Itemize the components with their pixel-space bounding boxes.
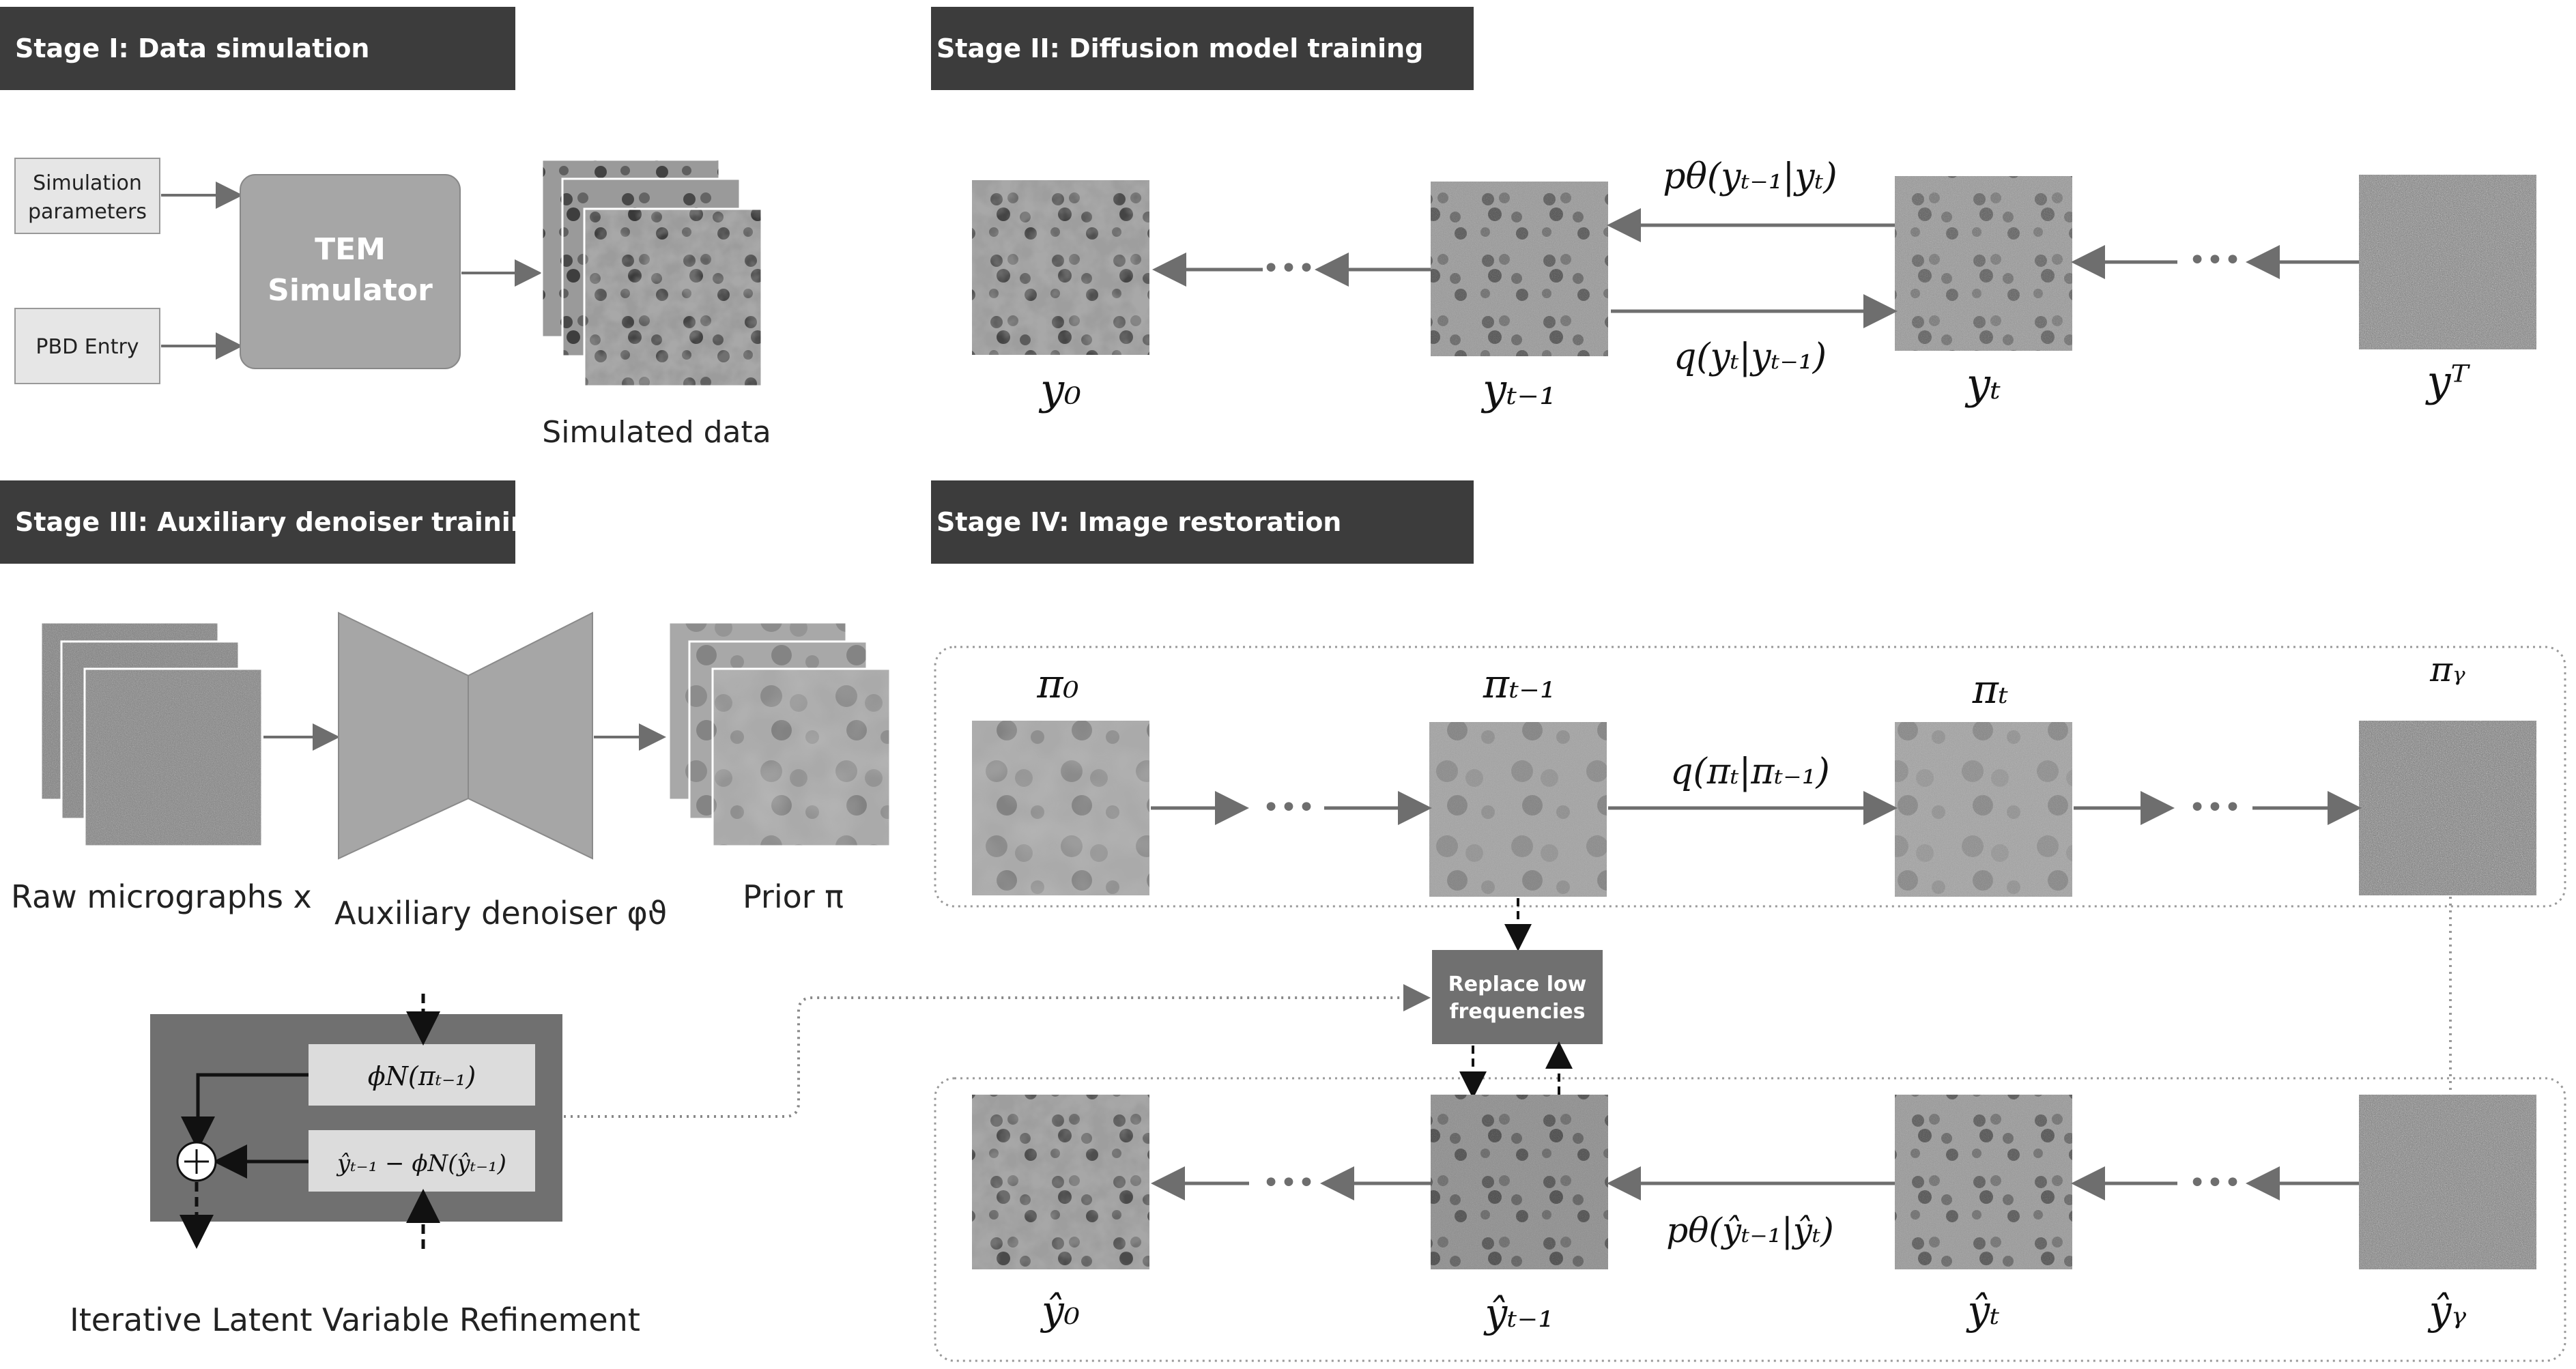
stage1-header-text: Stage I: Data simulation — [15, 33, 369, 63]
stage2-header: Stage II: Diffusion model training — [931, 7, 1474, 90]
stage3-header: Stage III: Auxiliary denoiser training — [0, 480, 547, 564]
prior-stack — [668, 621, 891, 848]
label-pigamma: πᵧ — [2429, 650, 2465, 689]
ellipsis-left: ••• — [1262, 251, 1315, 286]
replace-low-frequencies-box: Replace low frequencies — [1432, 950, 1603, 1044]
image-yT — [2359, 175, 2536, 349]
image-ytm1 — [1431, 182, 1608, 356]
label-yT: yᵀ — [2424, 356, 2470, 406]
label-yhat0: ŷ₀ — [1040, 1287, 1080, 1334]
simulated-data-label: Simulated data — [542, 415, 771, 450]
label-pi0: π₀ — [1036, 661, 1078, 707]
label-yhattm1: ŷₜ₋₁ — [1483, 1290, 1554, 1336]
tem-simulator-line1: TEM — [315, 232, 386, 267]
ilvr-dotted-connector — [564, 984, 1431, 1118]
label-pit: πₜ — [1972, 666, 2008, 712]
raw-micrographs-stack — [40, 621, 263, 848]
image-y0 — [972, 180, 1149, 355]
stage4-header-text: Stage IV: Image restoration — [936, 507, 1341, 537]
prior-image-1 — [711, 667, 891, 848]
yhat-ellipsis-right: ••• — [2188, 1166, 2242, 1200]
label-yhatgamma: ŷᵧ — [2427, 1287, 2467, 1334]
label-y0: y₀ — [1038, 364, 1081, 414]
stage3-panel: Raw micrographs x Auxiliary denoiser φϑ … — [11, 611, 891, 932]
arrow-phi-pi-to-sum — [181, 1073, 309, 1151]
image-pigamma — [2359, 721, 2536, 895]
yhat-reverse-label: pθ(ŷₜ₋₁|ŷₜ) — [1666, 1211, 1834, 1250]
phi-pi-box — [309, 1044, 535, 1106]
image-yhatgamma — [2359, 1095, 2536, 1269]
stage3-header-text: Stage III: Auxiliary denoiser training — [15, 507, 547, 537]
pi-forward-label: q(πₜ|πₜ₋₁) — [1670, 751, 1830, 792]
ilvr-block: ϕN(πₜ₋₁) ŷₜ₋₁ − ϕN(ŷₜ₋₁) Iterative Laten… — [70, 994, 640, 1338]
image-pit — [1895, 722, 2072, 897]
stage2-header-text: Stage II: Diffusion model training — [936, 33, 1423, 63]
raw-micrographs-label: Raw micrographs x — [11, 878, 312, 915]
image-yhattm1 — [1431, 1095, 1608, 1269]
simulation-parameters-box: Simulation parameters — [14, 158, 160, 234]
stage4-header: Stage IV: Image restoration — [931, 480, 1474, 564]
sum-icon — [176, 1141, 217, 1182]
pbd-entry-label: PBD Entry — [35, 335, 139, 359]
yhat-ellipsis-left: ••• — [1262, 1166, 1315, 1200]
pi-ellipsis-right: ••• — [2188, 790, 2242, 825]
replace-line2: frequencies — [1450, 1000, 1586, 1024]
tem-simulator-box: TEM Simulator — [240, 174, 461, 369]
image-yhatt — [1895, 1095, 2072, 1269]
label-yt: yₜ — [1964, 359, 2001, 409]
sim-image-1 — [583, 207, 763, 388]
forward-label: q(yₜ|yₜ₋₁) — [1674, 336, 1827, 377]
image-pi0 — [972, 721, 1149, 895]
ellipsis-right: ••• — [2188, 243, 2242, 278]
simulation-parameters-line2: parameters — [28, 200, 147, 224]
reverse-label: pθ(yₜ₋₁|yₜ) — [1663, 156, 1837, 197]
tem-simulator-line2: Simulator — [268, 273, 433, 308]
denoiser-label: Auxiliary denoiser φϑ — [334, 895, 667, 932]
yhat-chain-frame — [934, 1077, 2566, 1362]
label-ytm1: yₜ₋₁ — [1480, 364, 1556, 414]
simulated-data-stack — [541, 158, 763, 388]
pbd-entry-box: PBD Entry — [14, 308, 160, 384]
stage1-header: Stage I: Data simulation — [0, 7, 515, 90]
raw-image-1 — [83, 667, 263, 848]
simulation-parameters-line1: Simulation — [33, 171, 142, 195]
image-pitm1 — [1429, 722, 1607, 897]
pi-ellipsis-left: ••• — [1262, 790, 1315, 825]
label-pitm1: πₜ₋₁ — [1483, 661, 1556, 707]
phi-y-box — [309, 1130, 535, 1192]
denoiser-shape — [338, 611, 593, 860]
stage4-panel: π₀ πₜ₋₁ πₜ πᵧ ••• q(πₜ|πₜ₋₁) ••• — [934, 646, 2566, 1362]
label-yhatt: ŷₜ — [1965, 1287, 1999, 1334]
phi-y-label: ŷₜ₋₁ − ϕN(ŷₜ₋₁) — [336, 1150, 506, 1177]
stage2-panel: ••• pθ(yₜ₋₁|yₜ) q(yₜ|yₜ₋₁) ••• y₀ yₜ₋₁ y… — [972, 156, 2536, 414]
prior-label: Prior π — [743, 878, 844, 915]
phi-pi-label: ϕN(πₜ₋₁) — [368, 1061, 476, 1091]
image-yhat0 — [972, 1095, 1149, 1269]
replace-line1: Replace low — [1448, 972, 1587, 996]
stage1-panel: Simulation parameters PBD Entry TEM Simu… — [14, 158, 771, 450]
image-yt — [1895, 176, 2072, 351]
ilvr-title: Iterative Latent Variable Refinement — [70, 1301, 640, 1338]
